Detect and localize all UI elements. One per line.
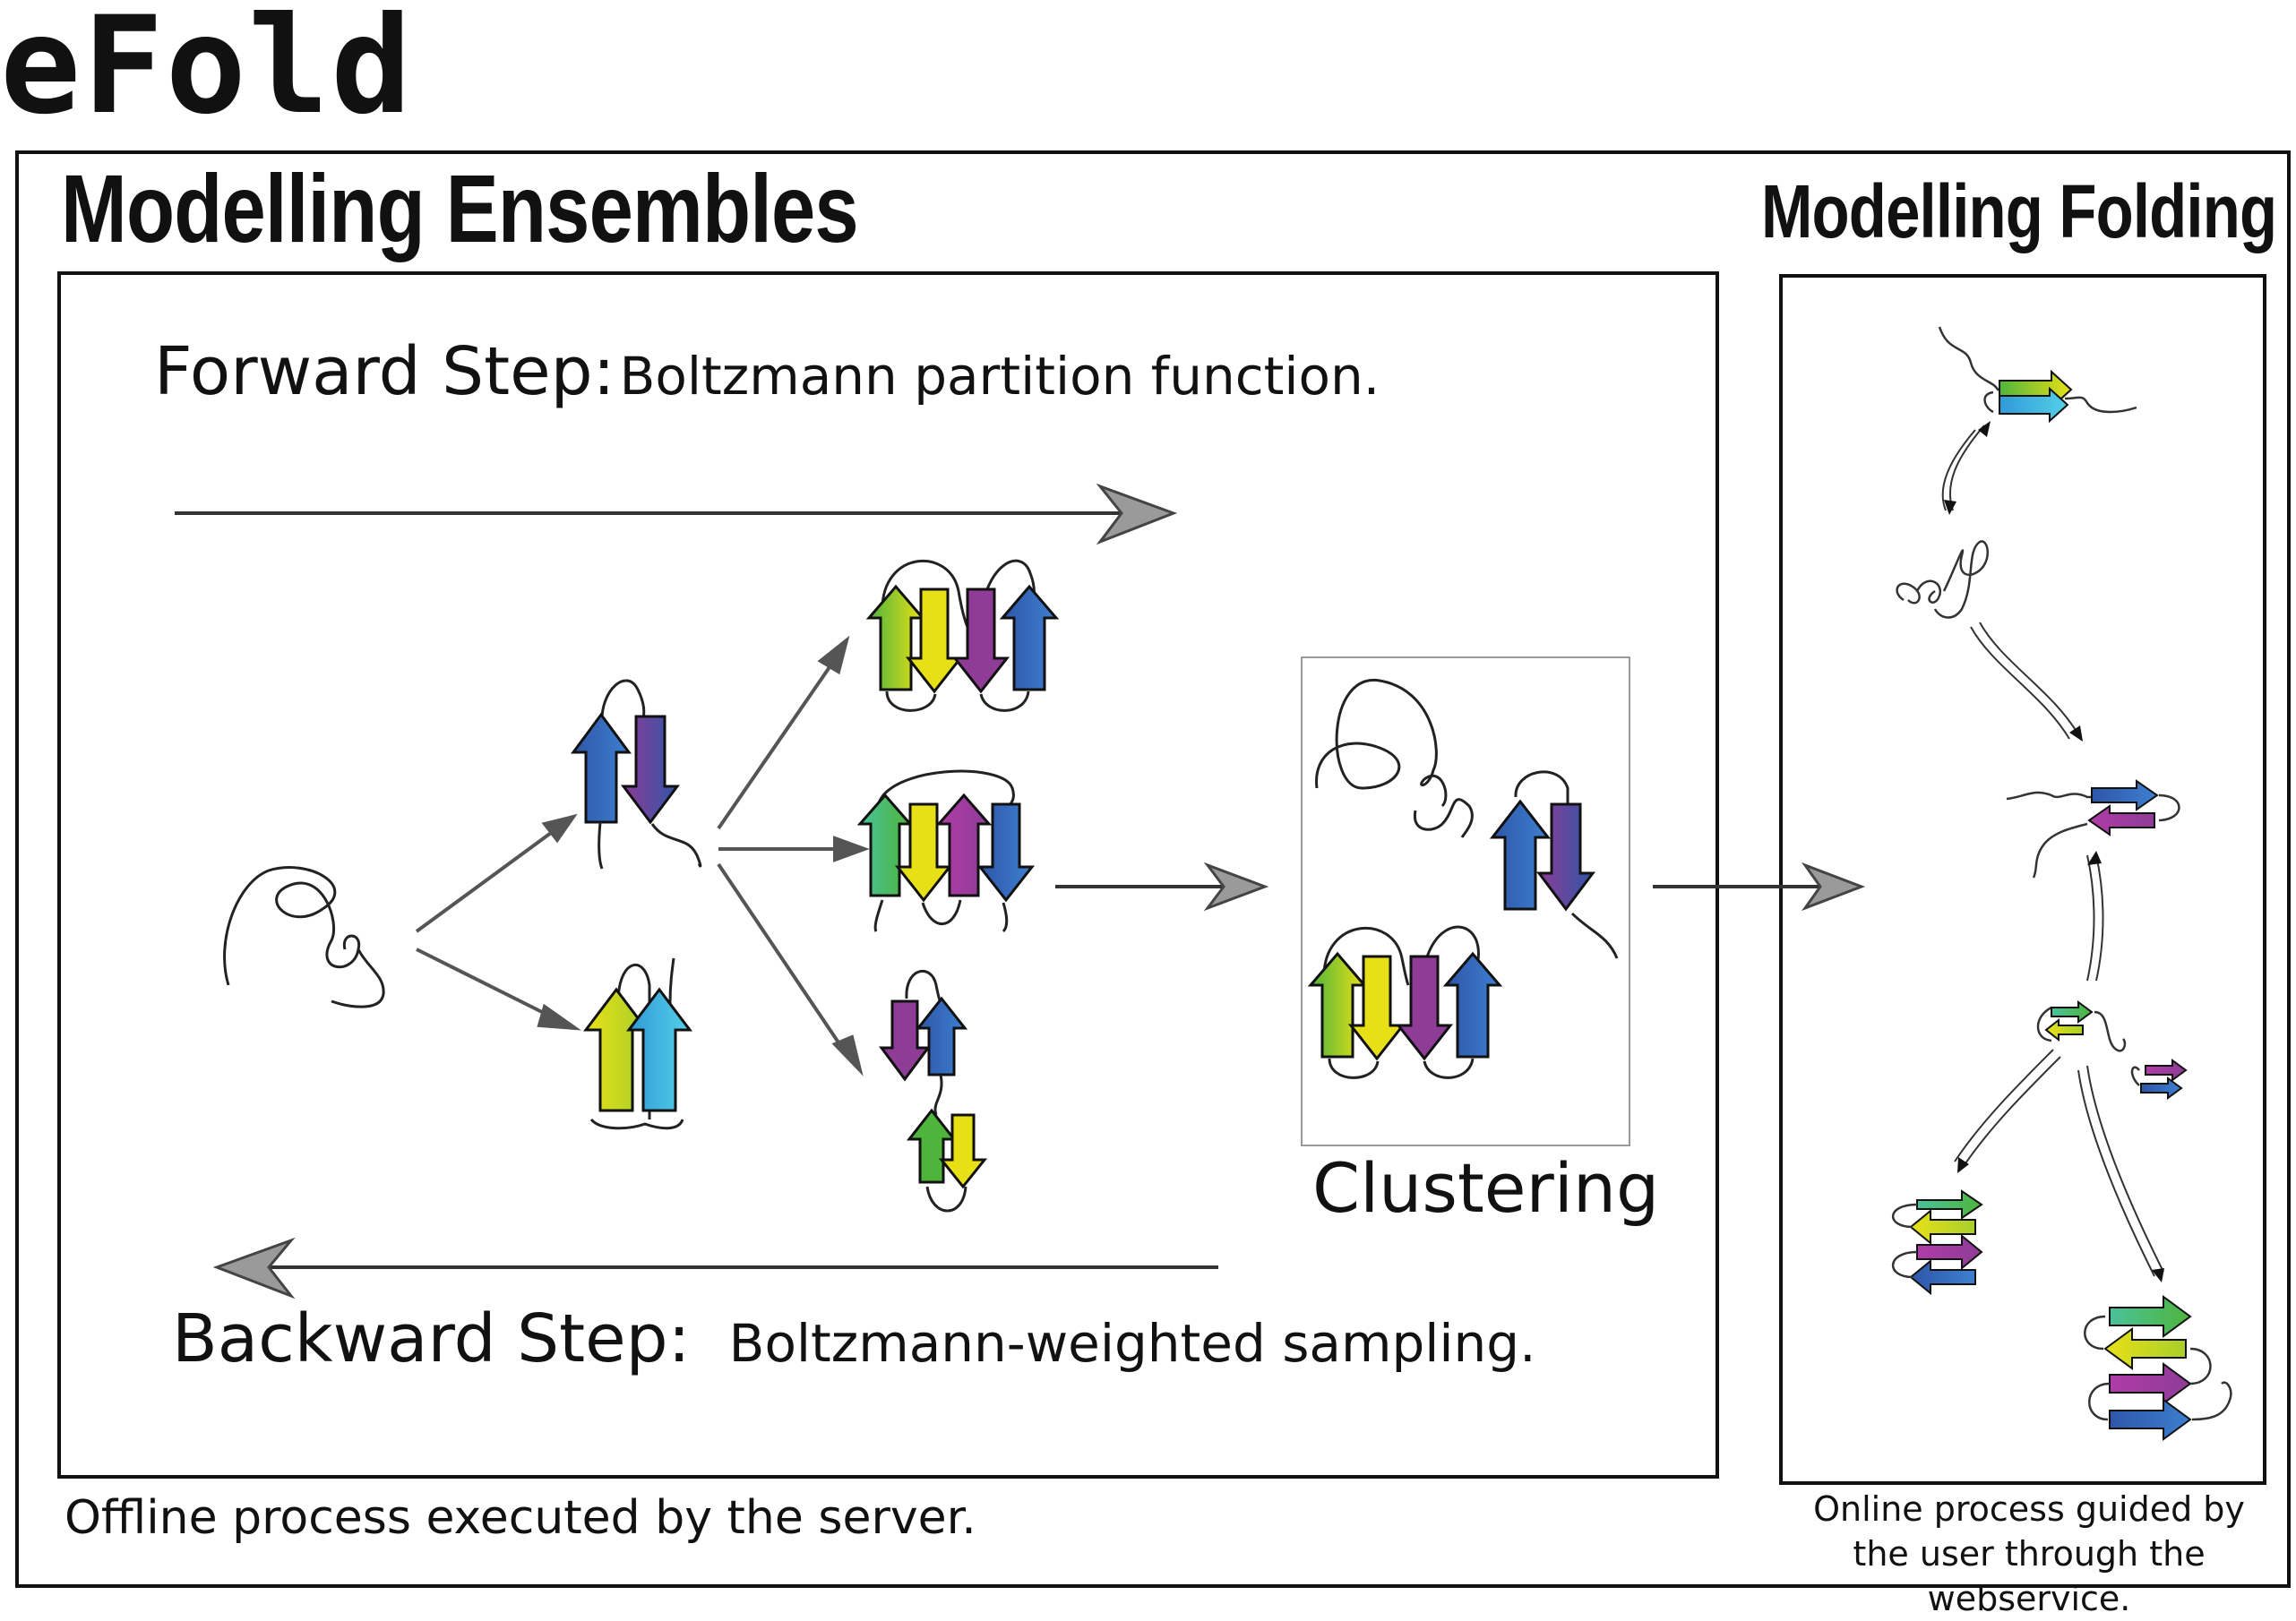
ensembles-caption: Offline process executed by the server. [64, 1491, 976, 1545]
backward-step-title: Backward Step: [172, 1300, 691, 1377]
cluster-hairpin-icon [1489, 770, 1619, 959]
forward-step-title: Forward Step: [154, 333, 615, 410]
folding-sheet-left-icon [1891, 1189, 1983, 1296]
folding-intermediate-icon [2036, 1000, 2188, 1100]
branch-arrows-2 [717, 635, 870, 1076]
folding-arrowheads [1944, 421, 2164, 1282]
backward-step-description: Boltzmann-weighted sampling. [728, 1313, 1536, 1374]
forward-step-description: Boltzmann partition function. [619, 346, 1380, 407]
forward-arrow [175, 483, 1178, 545]
cluster-sheet-icon [1307, 925, 1503, 1079]
folding-coil-icon [1896, 540, 1989, 619]
beta-hairpin-icon [582, 957, 693, 1130]
backward-step-label: Backward Step: Boltzmann-weighted sampli… [172, 1300, 1536, 1377]
ensembles-panel [57, 271, 1719, 1479]
folding-title: Modelling Folding [1761, 169, 2277, 253]
folding-sheet-right-icon [2084, 1295, 2232, 1441]
folding-panel [1779, 274, 2266, 1485]
forward-step-label: Forward Step: Boltzmann partition functi… [154, 333, 1380, 410]
clustering-label: Clustering [1312, 1148, 1660, 1228]
beta-sheet-icon [879, 969, 988, 1213]
cluster-coil-icon [1315, 679, 1474, 838]
folding-structure-top [1938, 326, 2137, 424]
random-coil-icon [223, 866, 385, 1008]
outer-frame [15, 150, 2291, 1588]
branch-arrows-1 [415, 813, 582, 1031]
backward-arrow [212, 1237, 1218, 1299]
ensembles-title: Modelling Ensembles [61, 154, 859, 262]
beta-sheet-icon [865, 559, 1060, 712]
arrow-to-clustering [1055, 862, 1269, 912]
app-title: eFold [0, 0, 414, 144]
beta-hairpin-icon [571, 679, 702, 870]
folding-hairpin-icon [2006, 779, 2180, 879]
arrow-to-folding [1653, 862, 1866, 912]
clustering-box [1301, 656, 1630, 1146]
folding-transition-arrows [1941, 425, 2164, 1277]
beta-sheet-icon [856, 769, 1036, 933]
